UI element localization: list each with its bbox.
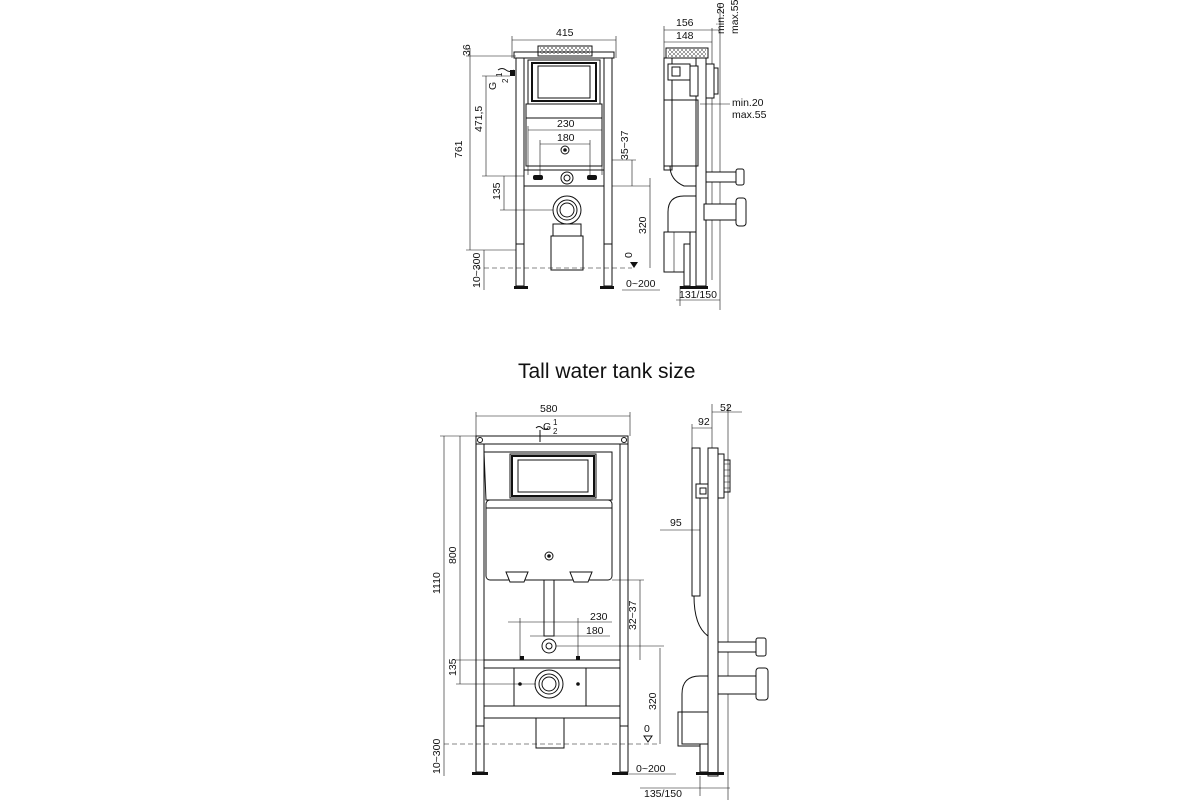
bottom-front-width: 580 [540, 403, 558, 415]
bottom-front-offset-range: 32~37 [627, 600, 639, 630]
bottom-front-height-total: 1110 [431, 572, 443, 594]
top-front-drain-height: 320 [637, 216, 649, 234]
bottom-front-bolt-height: 135 [447, 658, 459, 676]
top-side-pipe-offset: 131/150 [679, 289, 717, 301]
bottom-front-height-upper: 800 [447, 546, 459, 564]
bottom-side-plate-offset: 95 [670, 517, 682, 529]
top-side-depth-inner: 148 [676, 30, 694, 42]
top-front-inlet-g: G [487, 82, 499, 90]
top-front-bolt-outer: 230 [557, 118, 575, 130]
bottom-side-view: 52 92 95 135/150 [640, 402, 769, 800]
bottom-front-view: 580 [431, 403, 676, 776]
top-front-inlet-num: 1 [495, 72, 504, 77]
bottom-front-floor-range: 0~200 [636, 763, 666, 775]
top-side-wall-min-b: min.20 [732, 97, 764, 109]
bottom-front-bolt-outer: 230 [590, 611, 608, 623]
top-front-zero: 0 [623, 252, 635, 258]
bottom-front-bolt-inner: 180 [586, 625, 604, 637]
bottom-front-inlet-num: 1 [553, 418, 558, 427]
top-front-bolt-height: 135 [491, 182, 503, 200]
bottom-front-leg-adjust: 10~300 [431, 739, 443, 774]
bottom-front-inlet-g: G [543, 421, 551, 433]
section-title: Tall water tank size [518, 360, 695, 383]
top-front-floor-range: 0~200 [626, 278, 656, 290]
top-side-wall-max-a: max.55 [729, 0, 741, 34]
top-side-depth-outer: 156 [676, 17, 694, 29]
top-front-bolt-inner: 180 [557, 132, 575, 144]
top-front-width-label: 415 [556, 27, 574, 39]
bottom-side-pipe-offset: 135/150 [644, 788, 682, 800]
bottom-side-depth-outer: 52 [720, 402, 732, 414]
top-side-view: 156 148 min.20 max.55 min.20 max.55 [663, 0, 767, 310]
top-front-leg-adjust: 10~300 [471, 253, 483, 288]
top-side-wall-min-a: min.20 [715, 2, 727, 34]
bottom-front-drain-height: 320 [647, 692, 659, 710]
top-front-offset-range: 35~37 [619, 130, 631, 160]
top-front-top-offset: 36 [461, 44, 473, 56]
top-front-view: 415 G [453, 27, 660, 291]
top-front-height-upper: 471,5 [473, 106, 485, 132]
bottom-side-depth-inner: 92 [698, 416, 710, 428]
bottom-front-zero: 0 [644, 723, 650, 735]
top-front-height-total: 761 [453, 140, 465, 158]
top-side-wall-max-b: max.55 [732, 109, 767, 121]
top-front-inlet-den: 2 [501, 78, 510, 83]
bottom-front-inlet-den: 2 [553, 427, 558, 436]
